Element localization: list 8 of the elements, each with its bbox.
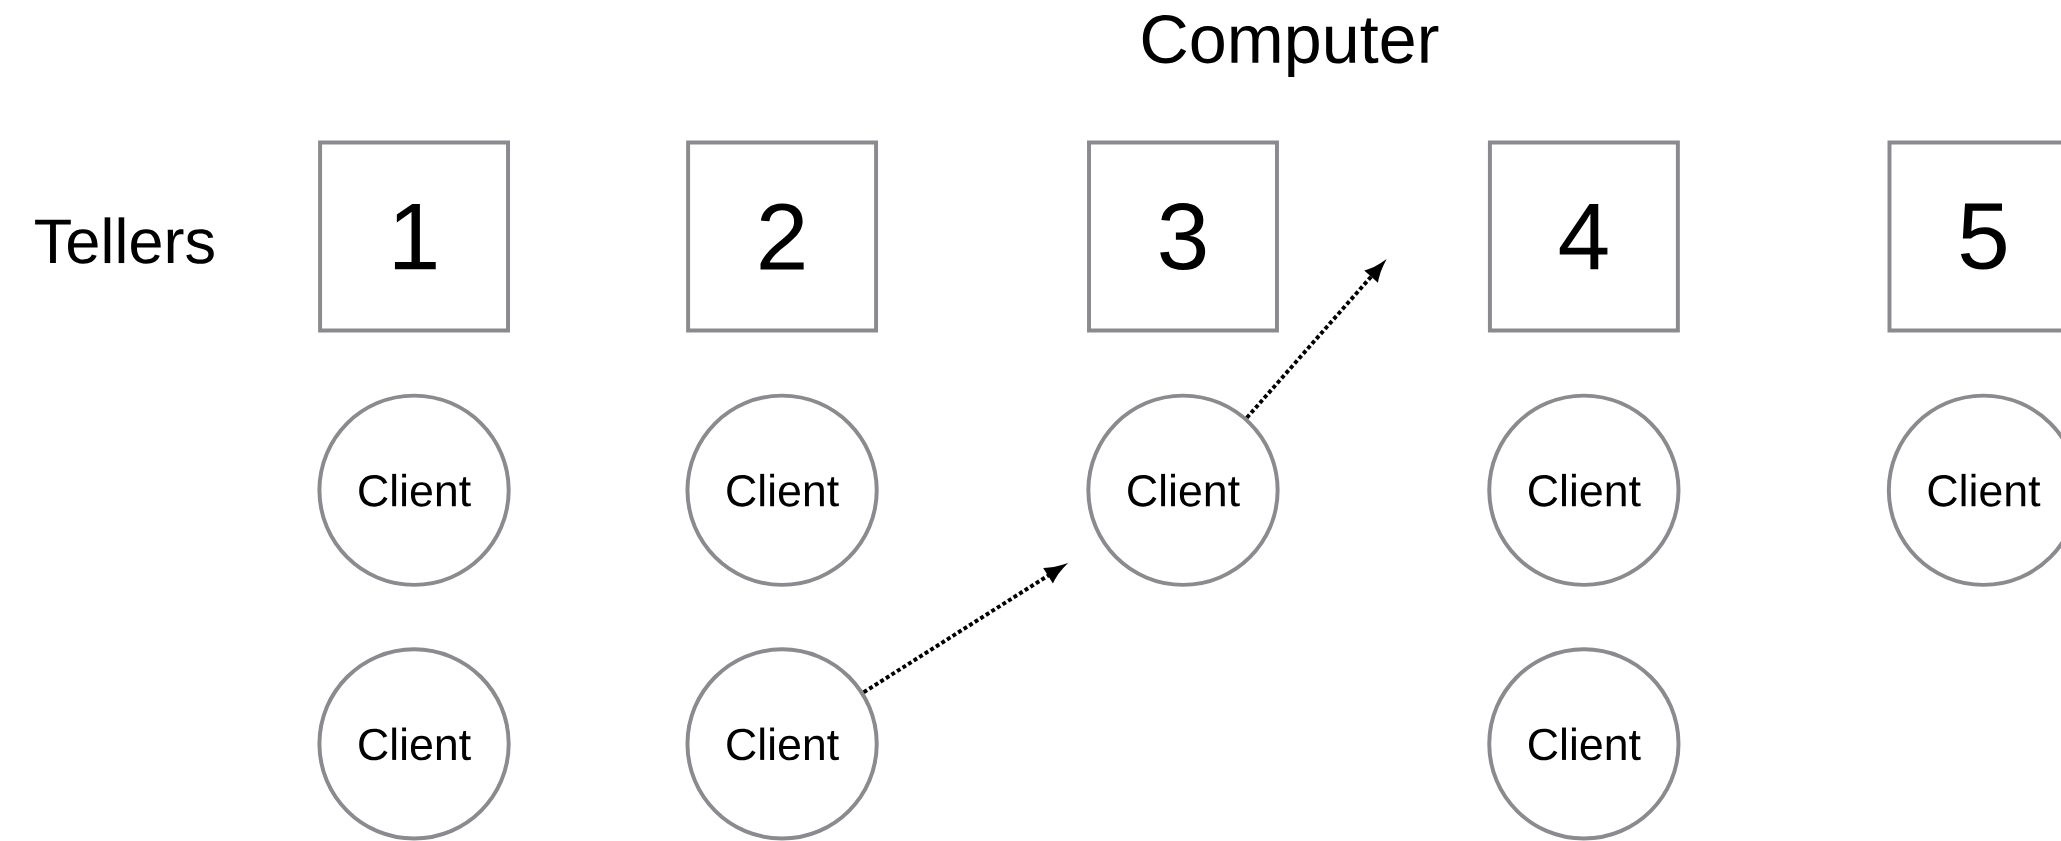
teller-box: 3 — [1087, 140, 1279, 333]
teller-box: 4 — [1487, 140, 1680, 333]
arrow — [1245, 262, 1384, 419]
teller-box: 2 — [686, 140, 879, 333]
row-label: Tellers — [35, 217, 214, 264]
title-text: Computer — [1142, 14, 1439, 77]
teller-box: 1 — [318, 140, 510, 333]
teller-box: 5 — [1887, 140, 2061, 333]
